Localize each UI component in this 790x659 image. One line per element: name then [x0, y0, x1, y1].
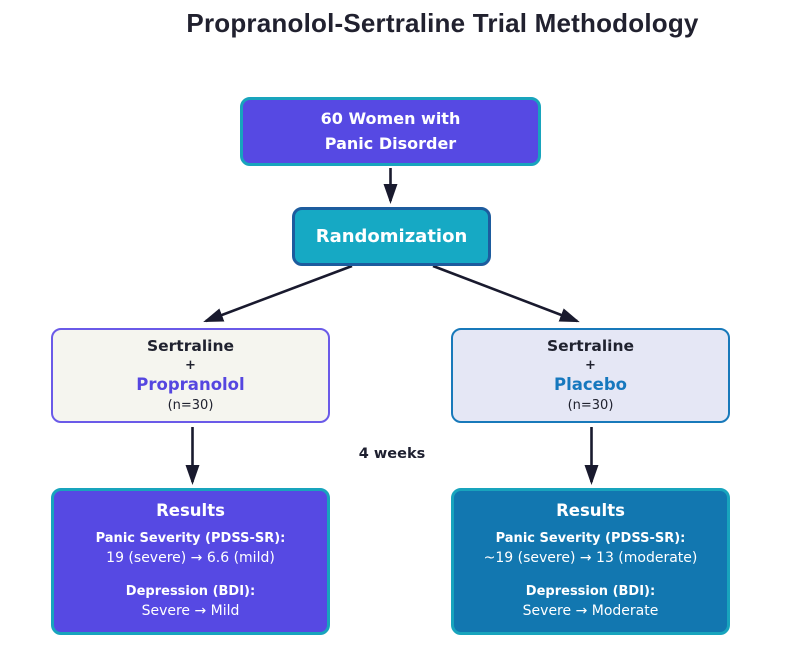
depression-label: Depression (BDI): [525, 584, 656, 599]
results-propranolol-panic-block: Panic Severity (PDSS-SR): 19 (severe) → … [96, 529, 286, 569]
results-placebo-depression-block: Depression (BDI): Severe → Moderate [523, 582, 659, 622]
group-propranolol-plus: + [185, 357, 196, 373]
panic-severity-value: 19 (severe) → 6.6 (mild) [106, 550, 275, 567]
node-randomization: Randomization [292, 207, 491, 266]
results-placebo-heading: Results [556, 501, 625, 521]
group-propranolol-assigned-drug: Propranolol [136, 374, 245, 394]
group-placebo-assigned-drug: Placebo [553, 374, 627, 394]
group-placebo-sample-size: (n=30) [567, 397, 614, 413]
panic-severity-value: ~19 (severe) → 13 (moderate) [483, 550, 698, 567]
group-placebo-base-drug: Sertraline [546, 337, 634, 356]
results-placebo-panic-block: Panic Severity (PDSS-SR): ~19 (severe) →… [484, 529, 698, 569]
node-results-propranolol: Results Panic Severity (PDSS-SR): 19 (se… [51, 488, 330, 635]
node-group-placebo: Sertraline + Placebo (n=30) [451, 328, 730, 423]
page-title: Propranolol-Sertraline Trial Methodology [186, 8, 699, 38]
randomization-label: Randomization [315, 226, 468, 247]
panic-severity-label: Panic Severity (PDSS-SR): [495, 531, 686, 547]
results-propranolol-depression-block: Depression (BDI): Severe → Mild [126, 582, 255, 622]
panic-severity-label: Panic Severity (PDSS-SR): [95, 531, 286, 547]
arrow-randomization-to-placebo-group [432, 264, 580, 323]
duration-label: 4 weeks [358, 446, 426, 462]
results-propranolol-heading: Results [156, 501, 225, 521]
depression-value: Severe → Moderate [522, 603, 659, 620]
group-placebo-plus: + [585, 357, 596, 373]
group-propranolol-sample-size: (n=30) [167, 397, 214, 413]
group-propranolol-base-drug: Sertraline [146, 337, 234, 356]
population-line1: 60 Women with [320, 108, 461, 128]
population-line2: Panic Disorder [324, 133, 457, 153]
node-population: 60 Women with Panic Disorder [240, 97, 541, 166]
depression-label: Depression (BDI): [125, 584, 256, 599]
arrow-randomization-to-propranolol-group [203, 264, 353, 323]
depression-value: Severe → Mild [141, 603, 240, 620]
node-group-propranolol: Sertraline + Propranolol (n=30) [51, 328, 330, 423]
node-results-placebo: Results Panic Severity (PDSS-SR): ~19 (s… [451, 488, 730, 635]
